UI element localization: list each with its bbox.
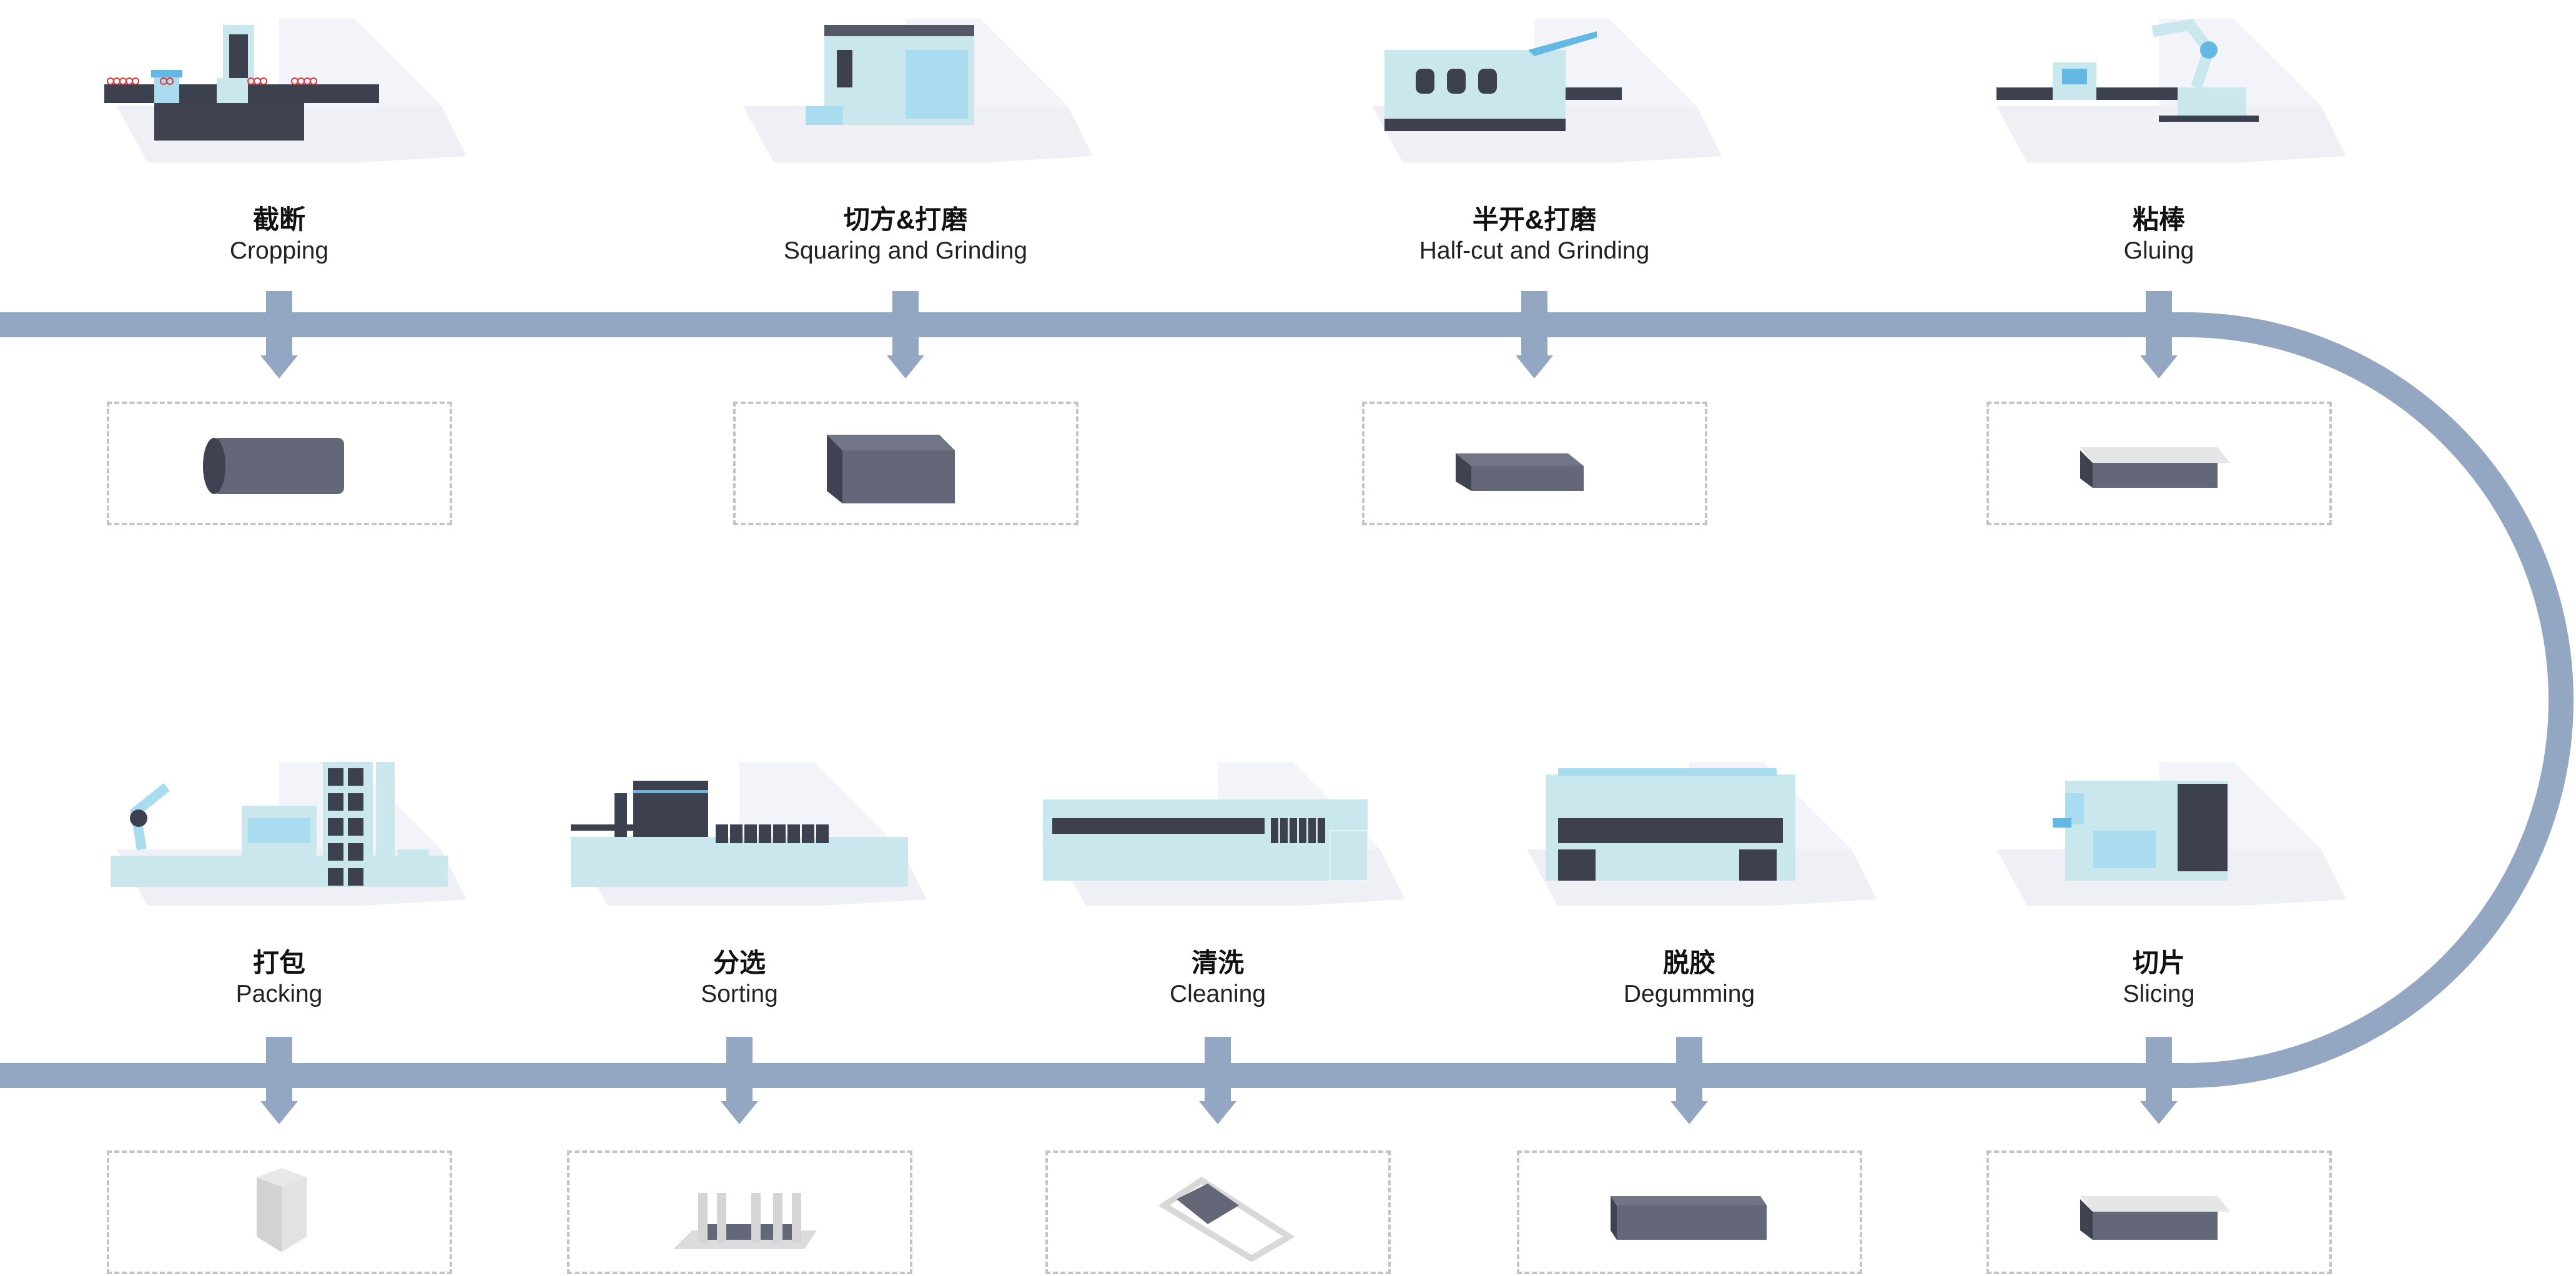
station-title-cn: 分选 — [713, 948, 766, 977]
half-block-icon — [1456, 453, 1584, 491]
station-title-cn: 脱胶 — [1662, 948, 1715, 977]
station-title-en: Cropping — [229, 237, 329, 264]
gluing-robot-icon — [1996, 19, 2346, 162]
station-title-en: Sorting — [701, 981, 778, 1007]
wafer-stack-icon — [1611, 1196, 1767, 1240]
down-arrow-icon — [260, 291, 298, 378]
station-title-en: Cleaning — [1170, 981, 1266, 1007]
squaring-machine-icon — [743, 19, 1093, 162]
station-title-cn: 打包 — [252, 948, 305, 977]
product-output-box — [107, 402, 452, 525]
station-title-en: Gluing — [2123, 237, 2194, 264]
flow-track-path — [0, 312, 2574, 1088]
down-arrow-icon — [260, 1037, 298, 1124]
product-output-box — [733, 402, 1078, 525]
station-title-cn: 清洗 — [1191, 948, 1244, 977]
station-title-en: Half-cut and Grinding — [1419, 237, 1650, 264]
station-title-en: Slicing — [2123, 981, 2195, 1007]
station-title-en: Squaring and Grinding — [783, 237, 1028, 264]
station-title-en: Packing — [235, 981, 323, 1007]
station-title-cn: 切方&打磨 — [843, 205, 968, 234]
half-cut-machine-icon — [1372, 19, 1722, 162]
down-arrow-icon — [887, 291, 924, 378]
product-output-box — [1517, 1150, 1862, 1274]
product-output-box — [1362, 402, 1707, 525]
down-arrow-icon — [1516, 291, 1553, 378]
down-arrow-icon — [721, 1037, 758, 1124]
glued-block-icon — [2080, 447, 2230, 488]
sorting-machine-icon — [571, 762, 927, 906]
sorted-wafers-icon — [673, 1193, 817, 1249]
product-output-box — [567, 1150, 912, 1274]
station-title-cn: 粘棒 — [2132, 205, 2185, 234]
down-arrow-icon — [2140, 1037, 2178, 1124]
cleaning-line-icon — [1043, 762, 1405, 906]
station-title-cn: 半开&打磨 — [1472, 205, 1597, 234]
sliced-block-icon — [2080, 1196, 2230, 1240]
product-output-box — [1986, 402, 2332, 525]
down-arrow-icon — [1670, 1037, 1708, 1124]
slicing-machine-icon — [1996, 762, 2346, 906]
station-title-cn: 切片 — [2132, 948, 2185, 977]
degumming-machine-icon — [1527, 762, 1877, 906]
product-output-box — [107, 1150, 452, 1274]
station-title-cn: 截断 — [252, 205, 305, 234]
carton-box-icon — [257, 1168, 307, 1252]
cylinder-ingot-icon — [203, 438, 344, 494]
down-arrow-icon — [1199, 1037, 1236, 1124]
cropping-machine-icon — [104, 19, 466, 162]
product-output-box — [1045, 1150, 1391, 1274]
down-arrow-icon — [2140, 291, 2178, 378]
product-output-box — [1986, 1150, 2332, 1274]
square-block-icon — [827, 435, 955, 503]
station-title-en: Degumming — [1623, 981, 1755, 1007]
wafer-rack-icon — [1158, 1177, 1295, 1262]
packing-line-icon — [111, 762, 466, 906]
